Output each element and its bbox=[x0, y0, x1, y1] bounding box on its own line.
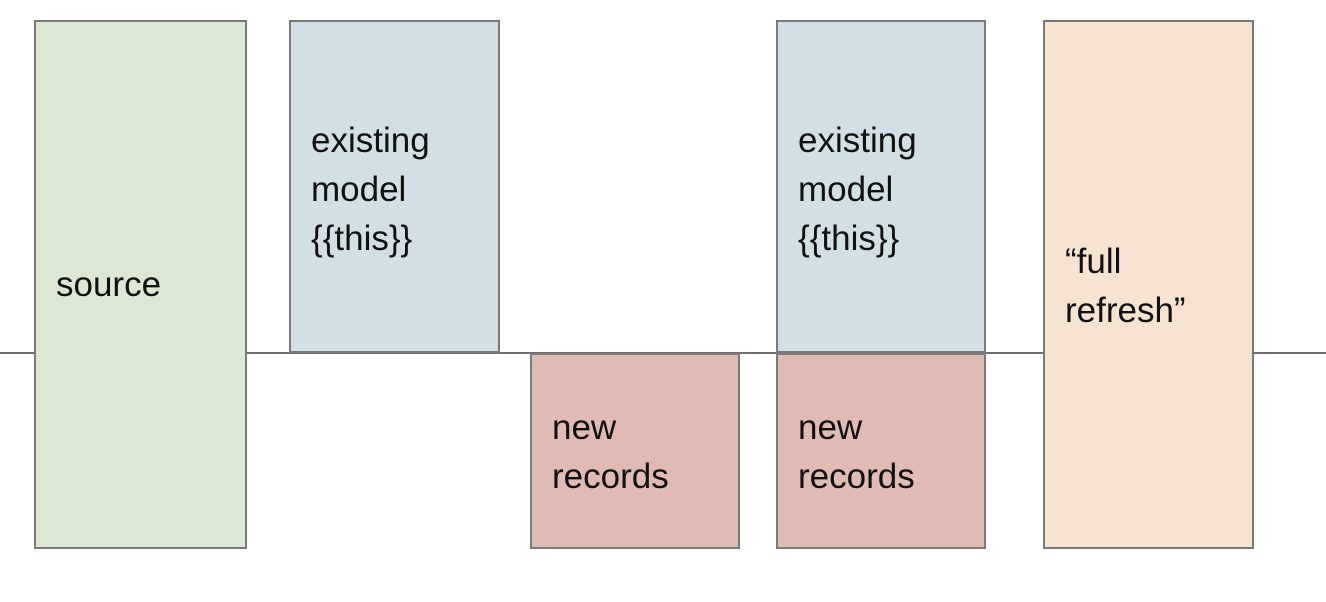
block-new-records-2[interactable]: new records bbox=[776, 353, 986, 549]
block-source-label: source bbox=[56, 265, 162, 304]
block-full-refresh[interactable]: “full refresh” bbox=[1043, 20, 1254, 549]
block-new-records-2-label: new records bbox=[798, 408, 915, 496]
block-new-records-1[interactable]: new records bbox=[530, 353, 740, 549]
block-existing-model-2[interactable]: existing model {{this}} bbox=[776, 20, 986, 353]
block-new-records-1-label: new records bbox=[552, 408, 669, 496]
block-existing-model-1-label: existing model {{this}} bbox=[311, 121, 430, 258]
block-existing-model-2-label: existing model {{this}} bbox=[798, 121, 917, 258]
block-source[interactable]: source bbox=[34, 20, 247, 549]
block-full-refresh-label: “full refresh” bbox=[1065, 241, 1186, 330]
block-existing-model-1[interactable]: existing model {{this}} bbox=[289, 20, 500, 353]
